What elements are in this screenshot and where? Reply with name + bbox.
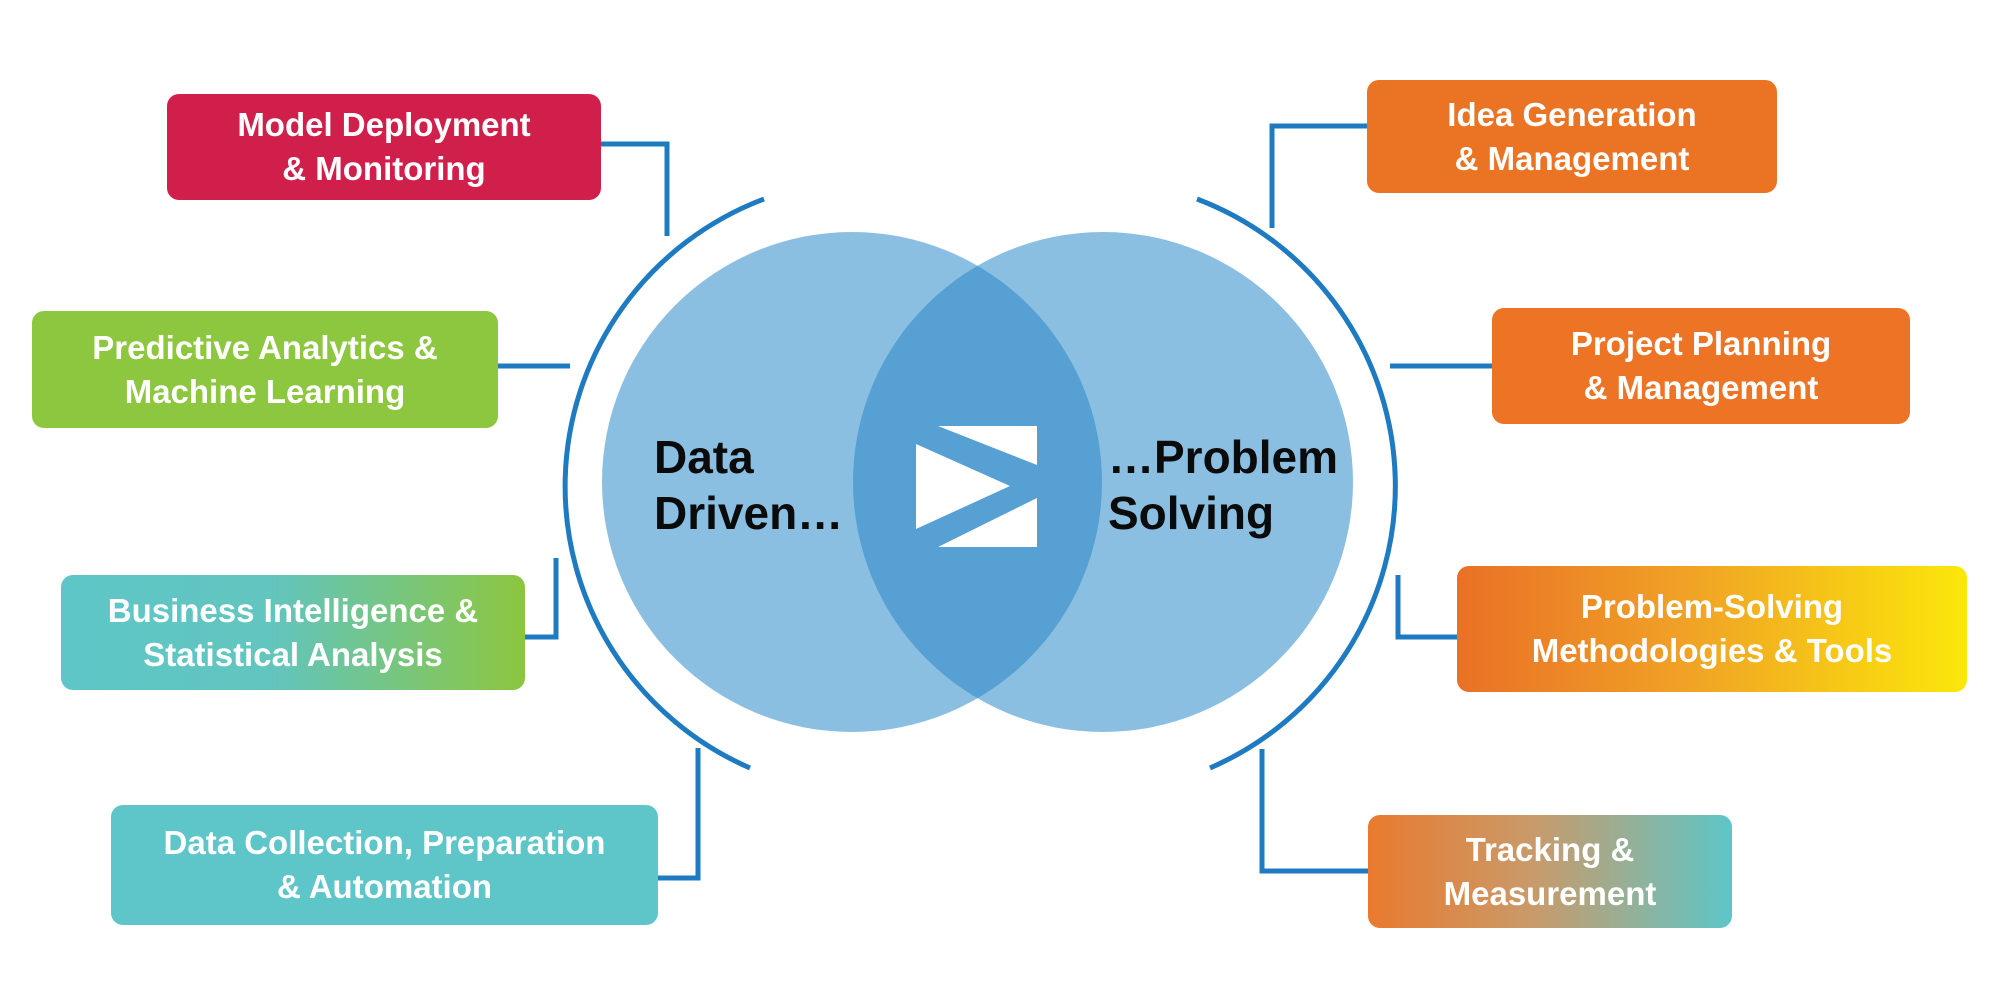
box-data-collection: Data Collection, Preparation & Automatio… [111, 805, 658, 925]
box-label-line: Model Deployment [237, 106, 531, 143]
box-label-line: Methodologies & Tools [1531, 632, 1893, 669]
right-bracket-arc [1196, 196, 1398, 771]
box-label-line: Statistical Analysis [143, 635, 443, 673]
box-label-line: & Monitoring [282, 150, 486, 187]
connector-business-intel [525, 558, 559, 640]
right-label-line-1: …Problem [1108, 431, 1339, 483]
left-circle-label: Data Driven… [654, 429, 843, 541]
box-predictive-analytics: Predictive Analytics & Machine Learning [32, 311, 498, 428]
bracket-arcs [562, 196, 1398, 771]
box-label-line: Machine Learning [124, 372, 406, 410]
overlap-region [853, 232, 1102, 732]
box-problem-solving-methodologies: Problem-Solving Methodologies & Tools [1457, 566, 1967, 692]
box-idea-generation: Idea Generation & Management [1367, 80, 1777, 193]
left-label-line-1: Data [654, 431, 754, 483]
box-label-line: Problem-Solving [1580, 588, 1844, 625]
box-label-line: & Management [1583, 369, 1819, 406]
connector-problem-solving [1395, 575, 1457, 640]
box-label-line: Tracking & [1465, 830, 1635, 868]
play-forward-icon [916, 426, 1037, 547]
box-label-line: & Automation [276, 868, 493, 905]
box-tracking-measurement: Tracking & Measurement [1368, 815, 1732, 928]
connector-model-deployment [600, 141, 670, 236]
box-label-line: Project Planning [1570, 325, 1832, 362]
box-label-line: Predictive Analytics & [92, 328, 438, 366]
left-label-line-2: Driven… [654, 487, 844, 539]
connector-lines [498, 123, 1492, 881]
box-project-planning: Project Planning & Management [1492, 308, 1910, 424]
box-label-line: Business Intelligence & [107, 591, 479, 629]
box-label-line: Idea Generation [1447, 95, 1697, 133]
connector-idea-generation [1269, 123, 1367, 228]
box-business-intelligence: Business Intelligence & Statistical Anal… [61, 575, 525, 690]
box-label-line: Data Collection, Preparation [163, 824, 606, 861]
box-label-line: & Management [1454, 139, 1690, 177]
right-circle-label: …Problem Solving [1108, 429, 1338, 541]
left-bracket-arc [562, 196, 765, 771]
right-label-line-2: Solving [1108, 487, 1275, 539]
box-label-line: Measurement [1443, 874, 1657, 912]
connector-data-collection [658, 748, 701, 881]
connector-tracking [1259, 749, 1368, 874]
box-model-deployment: Model Deployment & Monitoring [167, 94, 601, 200]
